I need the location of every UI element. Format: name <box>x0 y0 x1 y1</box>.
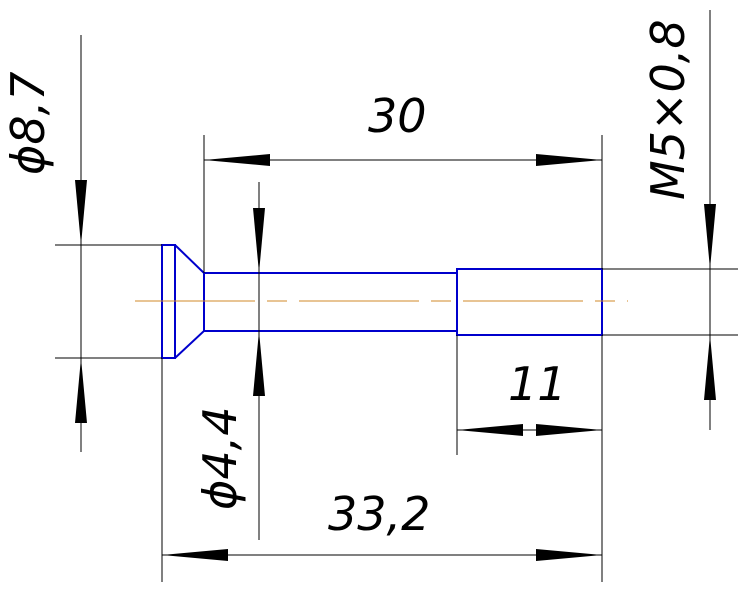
shank-length-label: 30 <box>368 89 427 143</box>
dimension-head-diameter: ϕ8,7 <box>1 35 87 452</box>
dimension-overall-length: 33,2 <box>162 487 602 561</box>
dimension-thread: M5×0,8 <box>641 10 716 430</box>
thread-section <box>456 268 603 336</box>
overall-length-label: 33,2 <box>328 487 430 541</box>
head-diameter-label: ϕ8,7 <box>1 72 55 176</box>
extension-lines <box>55 135 738 582</box>
dimension-thread-length: 11 <box>457 357 602 436</box>
part-outline <box>161 244 603 359</box>
thread-label: M5×0,8 <box>641 19 695 200</box>
dimension-shank-diameter: ϕ4,4 <box>193 182 265 540</box>
dimension-shank-length: 30 <box>204 89 602 166</box>
thread-length-label: 11 <box>508 357 567 411</box>
shank-diameter-label: ϕ4,4 <box>193 407 247 511</box>
shank-body <box>203 272 458 332</box>
